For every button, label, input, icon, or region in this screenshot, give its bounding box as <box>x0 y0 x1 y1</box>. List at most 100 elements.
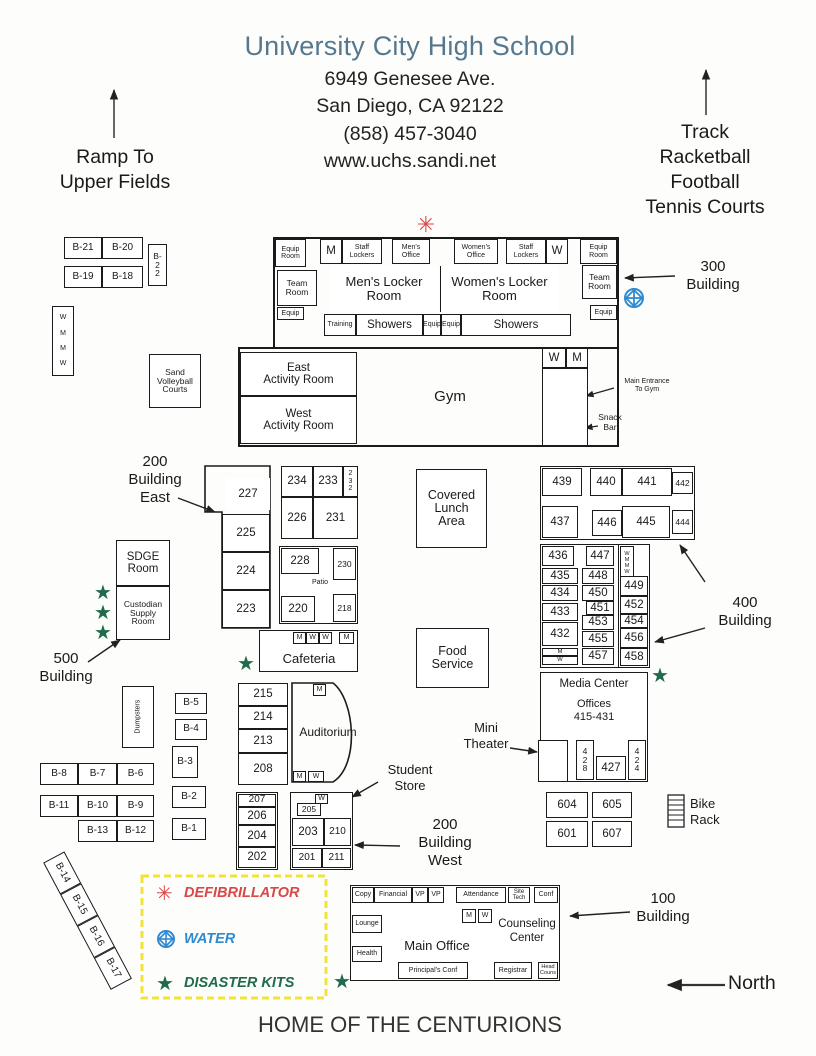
room-201: 201 <box>292 848 322 868</box>
showers-2: Showers <box>461 314 571 336</box>
snack-bar-label: Snack Bar <box>598 412 622 433</box>
room-207: 207 <box>238 794 276 807</box>
room-434: 434 <box>542 585 578 601</box>
equip-room-2: Equip Room <box>580 239 617 264</box>
office-m: M <box>462 909 476 923</box>
auditorium-outline <box>291 682 353 783</box>
room-446: 446 <box>592 510 622 536</box>
financial-office: Financial <box>374 887 412 903</box>
water-icon <box>157 930 175 948</box>
room-601: 601 <box>546 821 588 847</box>
room-400-m: M <box>542 648 578 656</box>
north-label: North <box>728 972 776 994</box>
room-228: 228 <box>281 548 319 574</box>
room-445: 445 <box>622 506 670 538</box>
patio: Patio <box>312 579 328 586</box>
mini-theater <box>538 740 568 782</box>
main-entrance-label: Main Entrance To Gym <box>624 378 670 394</box>
building-200-east-outline <box>204 465 271 629</box>
gym: Gym <box>434 388 466 405</box>
room-205: 205 <box>297 803 321 816</box>
covered-lunch-area: Covered Lunch Area <box>416 469 487 548</box>
cafe-m2: M <box>339 632 354 644</box>
portable-b20: B-20 <box>102 237 143 259</box>
staff-lounge: Lounge <box>352 915 382 933</box>
offices-415-431: Offices 415-431 <box>573 698 615 724</box>
legend-water: WATER <box>156 928 321 950</box>
staff-lockers-1: Staff Lockers <box>342 239 382 264</box>
cafe-w2: W <box>319 632 332 644</box>
room-457: 457 <box>582 648 614 665</box>
defibrillator-icon: ✳ <box>156 882 173 905</box>
portable-b10: B-10 <box>78 795 117 817</box>
equip-3: Equip <box>423 314 441 336</box>
bike-rack-icon <box>667 794 685 828</box>
building-100-label: 100 Building <box>636 890 690 925</box>
room-225: 225 <box>222 514 270 552</box>
room-433: 433 <box>542 603 578 621</box>
building-300-label: 300 Building <box>686 258 740 293</box>
portable-b11: B-11 <box>40 795 78 817</box>
auditorium: Auditorium <box>299 725 357 739</box>
portable-b8: B-8 <box>40 763 78 785</box>
equip-1: Equip <box>277 307 304 320</box>
east-activity-room: East Activity Room <box>240 352 357 396</box>
gym-m-restroom: M <box>566 348 588 368</box>
phone-number: (858) 457-3040 <box>343 123 477 145</box>
gym-w-restroom: W <box>542 348 566 368</box>
room-400-w: W <box>542 656 578 665</box>
portable-b9: B-9 <box>117 795 154 817</box>
cafe-m: M <box>293 632 306 644</box>
portable-b6: B-6 <box>117 763 154 785</box>
room-223: 223 <box>222 590 270 628</box>
room-224: 224 <box>222 552 270 590</box>
room-234: 234 <box>281 466 313 497</box>
room-230: 230 <box>333 548 356 580</box>
room-440: 440 <box>590 468 622 496</box>
room-218: 218 <box>333 594 356 622</box>
room-437: 437 <box>542 506 578 538</box>
room-214: 214 <box>238 706 288 729</box>
website[interactable]: www.uchs.sandi.net <box>323 150 497 172</box>
room-211: 211 <box>322 848 351 868</box>
equip-4: Equip <box>441 314 461 336</box>
disaster-kit-marker-icon: ★ <box>94 622 112 644</box>
room-605: 605 <box>592 792 632 818</box>
training-room: Training <box>324 314 356 336</box>
aud-m2: M <box>293 771 306 782</box>
equip-room-1: Equip Room <box>275 239 306 267</box>
room-202: 202 <box>238 847 276 868</box>
portable-b22: B- 2 2 <box>148 244 167 286</box>
room-447: 447 <box>586 546 614 566</box>
room-441: 441 <box>622 468 672 496</box>
building-500-label: 500 Building <box>39 650 93 685</box>
disaster-kit-marker-icon: ★ <box>94 582 112 604</box>
principals-conference: Principal's Conf <box>398 962 468 979</box>
custodian-supply-room: Custodian Supply Room <box>116 586 170 640</box>
snack-bar-area <box>542 368 588 446</box>
student-store-label: Student Store <box>387 762 433 793</box>
portable-b4: B-4 <box>175 719 207 740</box>
room-442: 442 <box>672 472 693 494</box>
food-service: Food Service <box>416 628 489 688</box>
room-220: 220 <box>281 596 315 622</box>
building-400-label: 400 Building <box>718 594 772 629</box>
footer-motto: HOME OF THE CENTURIONS <box>258 1012 562 1037</box>
portable-b7: B-7 <box>78 763 117 785</box>
room-451: 451 <box>586 601 614 615</box>
conference-room: Conf <box>534 887 558 903</box>
room-227: 227 <box>226 478 270 510</box>
address-line-1: 6949 Genesee Ave. <box>324 68 496 90</box>
room-210: 210 <box>324 818 351 846</box>
room-456: 456 <box>620 628 648 648</box>
aud-w: W <box>308 771 324 782</box>
legend-box <box>140 874 328 1000</box>
address-line-2: San Diego, CA 92122 <box>316 95 504 117</box>
room-450: 450 <box>582 585 614 601</box>
womens-restroom: W <box>546 239 568 264</box>
room-231: 231 <box>313 497 358 539</box>
disaster-kit-marker-icon: ★ <box>237 653 255 675</box>
room-427: 427 <box>596 756 626 780</box>
dumpsters: Dumpsters <box>122 686 154 748</box>
